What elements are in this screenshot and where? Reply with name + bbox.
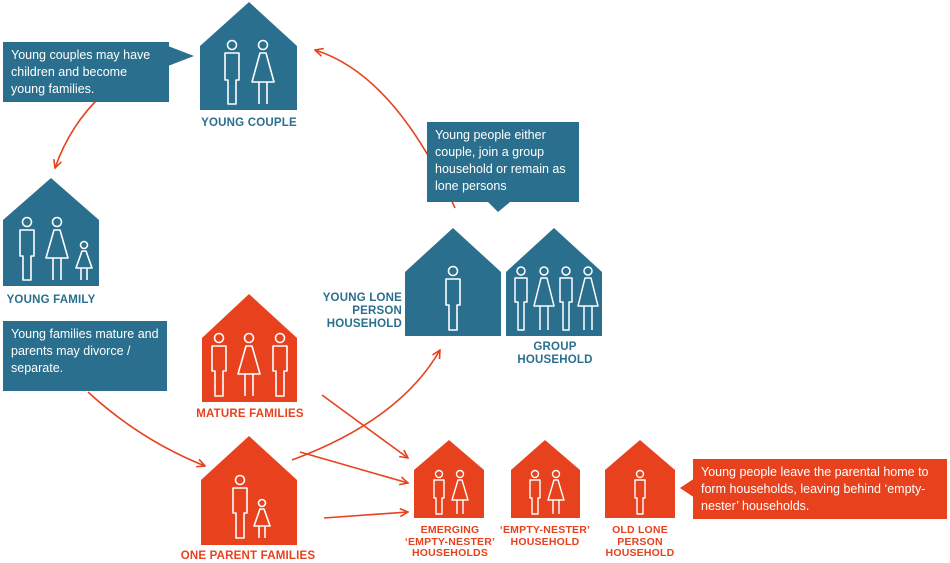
empty-nester-label: ‘EMPTY-NESTER’ HOUSEHOLD xyxy=(495,524,595,548)
empty-nester-house xyxy=(511,440,580,518)
man-icon xyxy=(559,266,573,331)
woman-icon xyxy=(451,469,469,514)
woman-icon xyxy=(577,266,599,330)
arrow-family-to-one-parent xyxy=(87,391,205,466)
callout-young-couples-text: Young couples may have children and beco… xyxy=(11,48,151,96)
label-line: YOUNG LONE xyxy=(322,292,402,304)
emerging-empty-nester-label: EMERGING ‘EMPTY-NESTER’ HOUSEHOLDS xyxy=(398,524,502,560)
label-line: HOUSEHOLD xyxy=(326,318,402,330)
man-icon xyxy=(19,216,35,281)
label-line: GROUP xyxy=(533,341,577,353)
person-icon xyxy=(634,469,646,515)
old-lone-person-label: OLD LONE PERSON HOUSEHOLD xyxy=(598,524,682,560)
callout-young-people-text: Young people either couple, join a group… xyxy=(435,128,566,193)
man-icon xyxy=(211,332,227,397)
woman-icon xyxy=(533,266,555,330)
man-icon xyxy=(224,39,240,105)
label-line: ‘EMPTY-NESTER’ xyxy=(404,535,496,548)
child-icon xyxy=(75,240,93,280)
label-line: PERSON xyxy=(352,305,402,317)
callout-young-families: Young families mature and parents may di… xyxy=(3,321,167,391)
man-icon xyxy=(514,266,528,331)
arrow-one-parent-to-young-lone xyxy=(291,350,440,461)
label-line: OLD LONE xyxy=(612,524,668,536)
woman-icon xyxy=(547,469,565,514)
arrow-one-parent-to-emerging xyxy=(299,451,408,483)
label-line: HOUSEHOLD xyxy=(605,547,675,559)
young-couple-label: YOUNG COUPLE xyxy=(201,117,297,129)
callout-young-people: Young people either couple, join a group… xyxy=(427,122,579,202)
child-icon xyxy=(253,498,271,538)
one-parent-families-label: ONE PARENT FAMILIES xyxy=(180,550,316,562)
label-line: EMERGING xyxy=(420,524,480,536)
arrow-mature-to-emerging xyxy=(321,394,408,458)
old-lone-person-house xyxy=(605,440,675,518)
arrow-couple-to-family xyxy=(55,94,103,168)
adult-child-icon xyxy=(272,332,288,397)
man-icon xyxy=(433,469,445,515)
woman-icon xyxy=(237,332,261,396)
callout-young-families-text: Young families mature and parents may di… xyxy=(11,327,159,375)
man-icon xyxy=(529,469,541,515)
callout-young-couples: Young couples may have children and beco… xyxy=(3,42,169,102)
label-line: HOUSEHOLD xyxy=(510,535,580,548)
young-family-label: YOUNG FAMILY xyxy=(6,294,96,306)
callout-leave-home-text: Young people leave the parental home to … xyxy=(701,465,929,513)
label-line: HOUSEHOLD xyxy=(517,354,593,366)
label-line: PERSON xyxy=(617,535,663,548)
parent-icon xyxy=(232,474,248,539)
group-household-label: GROUP HOUSEHOLD xyxy=(505,341,605,367)
mature-families-label: MATURE FAMILIES xyxy=(196,408,304,420)
group-house xyxy=(506,228,602,336)
emerging-empty-nester-house xyxy=(414,440,484,518)
label-line: HOUSEHOLDS xyxy=(411,547,489,559)
person-icon xyxy=(445,265,461,331)
callout-leave-home: Young people leave the parental home to … xyxy=(693,459,947,519)
label-line: ‘EMPTY-NESTER’ xyxy=(499,524,591,536)
young-couple-house xyxy=(200,2,297,110)
woman-icon xyxy=(251,39,275,104)
one-parent-families-house xyxy=(201,436,297,545)
callout-tails xyxy=(168,46,695,498)
mature-families-house xyxy=(202,294,297,402)
young-lone-person-label: YOUNG LONE PERSON HOUSEHOLD xyxy=(296,292,402,331)
arrow-one-parent-to-emerging-lower xyxy=(323,512,408,519)
woman-icon xyxy=(45,216,69,280)
young-lone-person-house xyxy=(405,228,501,336)
young-family-house xyxy=(3,178,99,286)
